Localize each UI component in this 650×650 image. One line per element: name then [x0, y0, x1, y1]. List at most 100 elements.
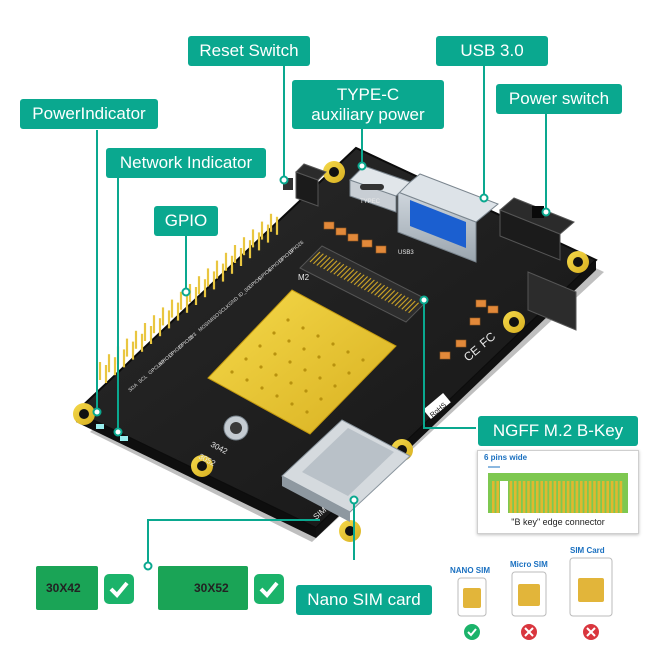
label-gpio: GPIO [154, 206, 218, 236]
bkey-pin [522, 481, 526, 513]
m2-pin [374, 284, 386, 296]
bkey-pin [593, 481, 596, 513]
m2-pin [360, 277, 372, 289]
heat-pad-dot [290, 402, 294, 406]
m2-pin [357, 276, 369, 287]
reset-switch-part [283, 163, 327, 207]
bkey-pin [566, 481, 570, 513]
m2-pin [363, 279, 375, 291]
heat-pad-dot [301, 326, 305, 330]
heat-pad-dot [245, 378, 249, 382]
heat-pad-dot [274, 373, 278, 377]
card-30x52-label: 30X52 [194, 581, 229, 595]
m2-pin [336, 265, 348, 277]
m2-pin [408, 302, 420, 314]
gpio-silk-label: GND [227, 296, 240, 308]
heat-pad-dot [230, 370, 234, 374]
heat-pad-dot [317, 355, 321, 359]
check-icon-30x42 [104, 574, 134, 604]
heat-pad-dot [305, 410, 309, 414]
power-led [96, 424, 104, 429]
m2-pin [343, 269, 355, 280]
heat-pad-dot [260, 386, 264, 390]
heat-pad-dot [318, 376, 322, 380]
network-led [120, 436, 128, 441]
m2-pin [380, 288, 392, 300]
bkey-pin [540, 481, 543, 513]
usb3-port [397, 173, 499, 263]
bkey-pins-note: 6 pins wide [484, 453, 528, 462]
heat-pad-dot [319, 397, 323, 401]
silk-usb3: USB3 [398, 250, 414, 256]
sim-slot-part [281, 419, 411, 522]
m2-pin [394, 295, 406, 307]
heat-pad-dot [275, 394, 279, 398]
bkey-pin [597, 481, 601, 513]
m2-pin [333, 263, 345, 275]
m2-pin [326, 260, 338, 272]
smd-part [469, 317, 481, 326]
sim-type-micro-label: Micro SIM [510, 560, 548, 569]
bkey-pin [553, 481, 557, 513]
bkey-pin [584, 481, 587, 513]
smd-components [323, 221, 499, 360]
bkey-connector-art [488, 466, 628, 513]
bkey-pin [527, 481, 530, 513]
heat-pad-dots [230, 318, 365, 414]
heat-pad-dot [333, 384, 337, 388]
m2-pin [316, 255, 328, 266]
heat-pad-dot [259, 365, 263, 369]
smd-part [361, 239, 373, 248]
m2-pin [397, 297, 409, 308]
bkey-pin [509, 481, 513, 513]
m2-pin [367, 281, 379, 293]
m2-pin [346, 270, 358, 282]
label-reset-switch: Reset Switch [188, 36, 310, 66]
bkey-pin [558, 481, 561, 513]
bkey-pin [492, 481, 495, 513]
label-network-indicator: Network Indicator [106, 148, 266, 178]
gpio-silk-label: SDA [127, 382, 139, 394]
m2-pin [370, 283, 382, 294]
bkey-pin [518, 481, 521, 513]
smd-part [439, 351, 451, 360]
bkey-pin [571, 481, 574, 513]
m2-pin [404, 300, 416, 312]
smd-part [347, 233, 359, 242]
label-ngff: NGFF M.2 B-Key [478, 416, 638, 446]
m2-pin [323, 258, 335, 270]
heat-pad-dot [287, 339, 291, 343]
sim-type-full-label: SIM Card [570, 546, 605, 555]
silk-typec: TYPEC [360, 199, 381, 205]
heat-pad-dot [347, 371, 351, 375]
heat-pad-dot [331, 342, 335, 346]
heat-pad-dot [361, 358, 365, 362]
bkey-pin [531, 481, 535, 513]
smd-part [487, 305, 499, 314]
bkey-pin [562, 481, 565, 513]
bkey-pin [575, 481, 579, 513]
m2-pin [340, 267, 352, 279]
heat-pad-dot [286, 318, 290, 322]
heat-pad-dot [273, 352, 277, 356]
gpio-silk-label: 3V3 [187, 331, 198, 341]
bkey-caption: "B key" edge connector [511, 517, 605, 527]
m2-pin [401, 298, 413, 310]
callout-lines [96, 58, 547, 565]
smd-part [475, 299, 487, 308]
card-30x42 [36, 566, 98, 610]
label-power-indicator: PowerIndicator [20, 99, 158, 129]
m2-pin [377, 286, 389, 298]
bkey-pin [606, 481, 609, 513]
sim-type-nano-label: NANO SIM [450, 566, 490, 575]
heat-pad-dot [302, 347, 306, 351]
heat-pad-dot [289, 381, 293, 385]
m2-pin [319, 256, 331, 268]
m2-pin [391, 293, 403, 305]
smd-part [375, 245, 387, 254]
m2-pin [309, 251, 321, 263]
label-usb3: USB 3.0 [436, 36, 548, 66]
card-30x42-label: 30X42 [46, 581, 81, 595]
m2-pin [353, 274, 365, 286]
